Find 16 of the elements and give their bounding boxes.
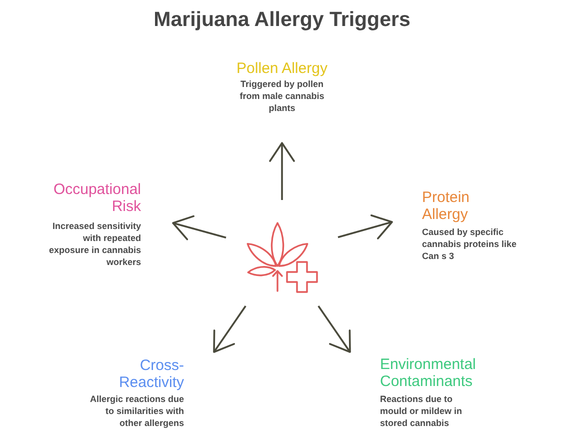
trigger-description: Caused by specific cannabis proteins like Can s 3 (422, 226, 518, 262)
trigger-heading: Occupational Risk (52, 181, 141, 215)
arrow (318, 306, 351, 353)
arrow (213, 306, 246, 353)
trigger-description: Allergic reactions due to similarities with other allergens (88, 393, 184, 429)
trigger-heading: Cross-Reactivity (118, 356, 184, 390)
trigger-heading: Protein Allergy (422, 188, 471, 222)
trigger-description: Reactions due to mould or mildew in stored cannabis (380, 393, 464, 429)
trigger-description: Triggered by pollen from male cannabis plants (238, 78, 326, 114)
arrow (269, 142, 295, 200)
arrow (338, 214, 393, 240)
arrow (172, 215, 226, 240)
diagram-title: Marijuana Allergy Triggers (154, 8, 410, 32)
trigger-heading: Pollen Allergy (236, 60, 328, 76)
trigger-heading: Environmental Contaminants (380, 356, 477, 390)
trigger-description: Increased sensitivity with repeated exposure in cannabis workers (48, 220, 141, 268)
